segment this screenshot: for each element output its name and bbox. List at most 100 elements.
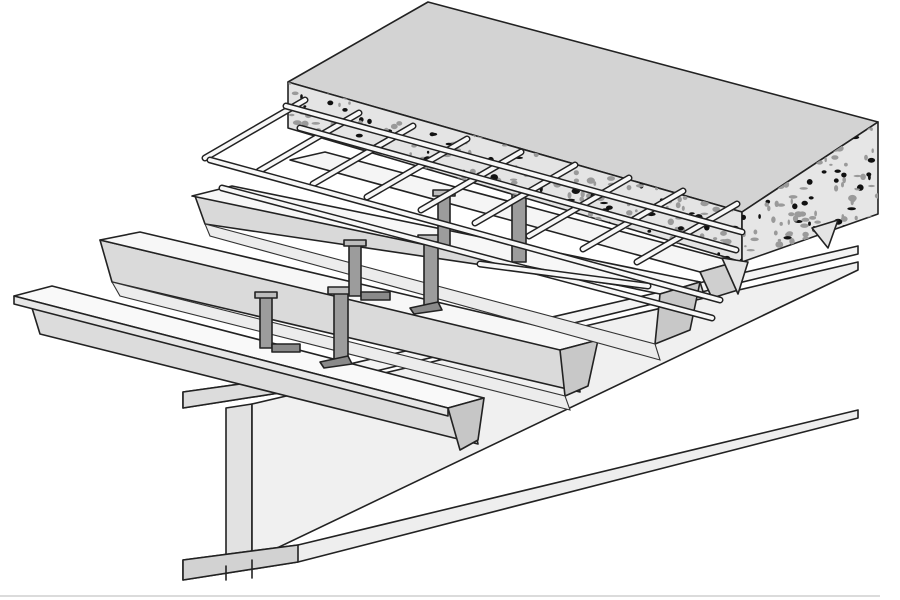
aggregate-speck xyxy=(824,157,827,163)
aggregate-speck xyxy=(785,232,793,237)
aggregate-speck xyxy=(814,210,817,217)
aggregate-speck xyxy=(844,162,848,167)
aggregate-speck xyxy=(677,196,682,203)
aggregate-speck xyxy=(746,249,755,252)
aggregate-speck xyxy=(605,256,612,261)
aggregate-speck xyxy=(511,180,518,185)
deck-rib-3-end xyxy=(654,281,701,345)
aggregate-speck xyxy=(864,154,868,161)
aggregate-speck xyxy=(437,174,441,181)
aggregate-speck xyxy=(303,105,307,108)
aggregate-speck xyxy=(530,238,535,245)
beam-web xyxy=(225,403,253,567)
aggregate-speck xyxy=(841,182,844,188)
aggregate-speck xyxy=(442,179,448,182)
aggregate-speck xyxy=(758,214,761,219)
aggregate-speck xyxy=(291,91,299,96)
aggregate-speck xyxy=(292,120,302,126)
aggregate-speck xyxy=(800,223,809,228)
aggregate-speck xyxy=(401,198,406,202)
aggregate-speck xyxy=(853,174,862,178)
aggregate-speck xyxy=(867,157,876,163)
aggregate-speck xyxy=(801,200,808,206)
aggregate-speck xyxy=(384,194,390,197)
aggregate-speck xyxy=(812,237,817,243)
aggregate-speck xyxy=(871,148,874,153)
aggregate-speck xyxy=(616,257,622,262)
aggregate-speck xyxy=(348,101,351,105)
aggregate-speck xyxy=(634,209,638,213)
aggregate-speck xyxy=(342,108,348,112)
slab-side-face xyxy=(741,121,879,263)
aggregate-speck xyxy=(859,236,865,243)
aggregate-speck xyxy=(600,201,608,205)
aggregate-speck xyxy=(841,216,848,222)
aggregate-speck xyxy=(872,251,878,254)
aggregate-speck xyxy=(576,247,580,252)
aggregate-speck xyxy=(794,246,799,249)
aggregate-speck xyxy=(299,164,304,169)
aggregate-speck xyxy=(573,178,580,183)
aggregate-speck xyxy=(717,252,721,256)
aggregate-speck xyxy=(689,212,695,215)
aggregate-speck xyxy=(778,255,786,260)
aggregate-speck xyxy=(713,237,718,241)
aggregate-speck xyxy=(290,191,297,197)
aggregate-speck xyxy=(793,215,798,222)
aggregate-speck xyxy=(849,196,856,203)
aggregate-speck xyxy=(426,150,430,154)
aggregate-speck xyxy=(387,202,392,205)
aggregate-speck xyxy=(288,131,291,137)
aggregate-speck xyxy=(484,225,490,229)
aggregate-speck xyxy=(681,205,685,211)
aggregate-speck xyxy=(834,185,839,192)
aggregate-speck xyxy=(771,216,776,223)
aggregate-speck xyxy=(866,252,875,260)
aggregate-speck xyxy=(870,255,878,260)
aggregate-speck xyxy=(813,239,816,243)
deck-rib-1-end xyxy=(447,397,485,451)
aggregate-speck xyxy=(563,247,572,252)
aggregate-speck xyxy=(573,170,579,176)
aggregate-speck xyxy=(621,252,625,256)
aggregate-speck xyxy=(484,190,494,195)
aggregate-speck xyxy=(739,258,742,262)
stud-2 xyxy=(319,286,353,369)
aggregate-speck xyxy=(789,238,795,245)
aggregate-speck xyxy=(647,229,652,233)
aggregate-speck xyxy=(788,195,798,199)
aggregate-speck xyxy=(803,217,807,222)
aggregate-speck xyxy=(327,100,334,106)
aggregate-speck xyxy=(777,203,785,207)
aggregate-speck xyxy=(848,207,855,210)
aggregate-speck xyxy=(849,242,856,247)
aggregate-speck xyxy=(764,202,769,207)
aggregate-speck xyxy=(792,203,798,210)
aggregate-speck xyxy=(774,200,779,207)
aggregate-speck xyxy=(288,188,293,194)
aggregate-speck xyxy=(579,196,584,202)
aggregate-speck xyxy=(750,237,759,242)
aggregate-speck xyxy=(806,179,813,185)
aggregate-speck xyxy=(805,242,809,248)
aggregate-speck xyxy=(355,133,363,138)
rebar-long-4 xyxy=(298,126,738,252)
aggregate-speck xyxy=(837,228,842,233)
aggregate-speck xyxy=(604,254,609,262)
aggregate-speck xyxy=(742,214,746,220)
aggregate-speck xyxy=(866,172,872,177)
aggregate-speck xyxy=(399,256,405,262)
aggregate-speck xyxy=(301,120,309,127)
aggregate-speck xyxy=(829,163,833,166)
aggregate-speck xyxy=(798,211,807,217)
aggregate-speck xyxy=(626,185,632,191)
aggregate-speck xyxy=(607,176,615,181)
rebar-long-3 xyxy=(284,104,744,234)
aggregate-speck xyxy=(551,238,560,244)
aggregate-speck xyxy=(773,230,778,236)
aggregate-speck xyxy=(352,150,357,153)
stud-3 xyxy=(343,239,391,301)
stud-1 xyxy=(254,291,301,353)
